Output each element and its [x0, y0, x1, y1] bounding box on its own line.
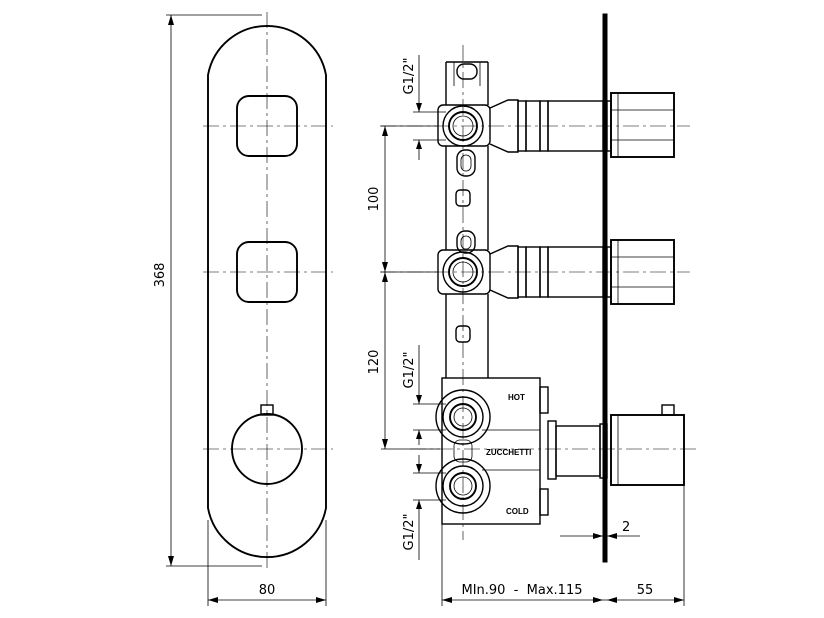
upper-square-button — [236, 95, 298, 157]
polygon — [593, 533, 603, 539]
upper-connection-size: G1/2" — [402, 58, 417, 95]
polygon — [607, 533, 617, 539]
rect — [456, 149, 476, 177]
rect — [460, 235, 472, 250]
dimension-spacing-lower: 120 — [367, 272, 440, 450]
polygon — [416, 464, 422, 473]
wall-thickness-value: 2 — [622, 520, 630, 535]
dimension-overall-height: 368 — [153, 14, 262, 567]
knob-side — [610, 414, 685, 486]
lower-connection-size: G1/2" — [402, 514, 417, 551]
rect — [460, 154, 472, 172]
polygon — [416, 103, 422, 112]
upper-cap — [610, 92, 675, 158]
plate-width-value: 80 — [259, 583, 276, 598]
knob-indicator — [260, 404, 274, 416]
polygon — [416, 140, 422, 149]
rect — [539, 488, 549, 516]
polygon — [416, 500, 422, 509]
rect — [599, 423, 608, 479]
rect — [555, 425, 601, 477]
polygon — [208, 597, 218, 603]
polygon — [382, 439, 388, 449]
polygon — [382, 272, 388, 282]
rect — [456, 230, 476, 254]
dimension-connection-middle: G1/2" — [402, 345, 446, 445]
polygon — [416, 395, 422, 404]
top-slot — [456, 63, 478, 80]
dimension-plate-width: 80 — [207, 520, 327, 606]
polygon — [168, 556, 174, 566]
hot-label: HOT — [508, 393, 525, 402]
upper-spacing-value: 100 — [367, 187, 382, 212]
rect — [661, 404, 675, 416]
lower-spacing-value: 120 — [367, 350, 382, 375]
polygon — [382, 126, 388, 136]
dimension-depth: MIn.90 - Max.115 55 — [441, 486, 685, 606]
cover-plate-front-view — [203, 12, 333, 568]
thermostatic-body — [441, 377, 541, 525]
dimension-connection-upper: G1/2" — [402, 55, 446, 160]
overall-height-value: 368 — [153, 263, 168, 288]
polygon — [168, 15, 174, 25]
protrusion-value: 55 — [637, 583, 654, 598]
brand-label: ZUCCHETTI — [486, 448, 531, 457]
cold-label: COLD — [506, 507, 529, 516]
valve-body-side-view: HOT ZUCCHETTI COLD — [380, 13, 700, 563]
polygon — [316, 597, 326, 603]
middle-square-button — [236, 241, 298, 303]
polygon — [607, 597, 617, 603]
thermostat-knob — [231, 413, 303, 485]
middle-connection-size: G1/2" — [402, 352, 417, 389]
polygon — [382, 262, 388, 272]
polygon — [442, 597, 452, 603]
dimension-wall-thickness: 2 — [560, 520, 640, 539]
polygon — [674, 597, 684, 603]
dimension-connection-lower: G1/2" — [402, 455, 446, 560]
polygon — [593, 597, 603, 603]
depth-range-value: MIn.90 - Max.115 — [461, 583, 582, 598]
plate-outline — [207, 24, 327, 559]
polygon — [416, 430, 422, 439]
rect — [547, 420, 557, 480]
dimension-spacing-upper: 100 — [367, 125, 438, 273]
rect — [539, 386, 549, 414]
